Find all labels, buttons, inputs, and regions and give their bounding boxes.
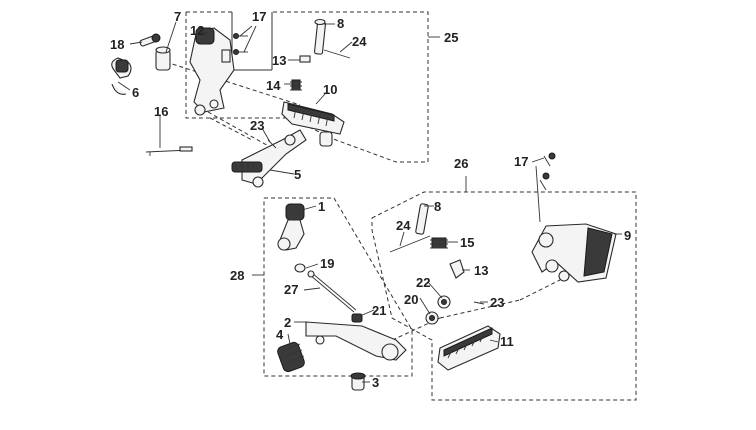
rubber-4 (277, 341, 305, 373)
callout-12: 12 (190, 23, 204, 38)
callout-13-top: 13 (272, 53, 286, 68)
callout-22: 22 (416, 275, 430, 290)
clip-13-top (299, 55, 311, 63)
callout-21: 21 (372, 303, 386, 318)
callout-19: 19 (320, 256, 334, 271)
callout-18: 18 (110, 37, 124, 52)
callout-17-top: 17 (252, 9, 266, 24)
footpeg-11 (437, 325, 501, 371)
callout-10: 10 (323, 82, 337, 97)
callout-26: 26 (454, 156, 468, 171)
washer-19 (294, 263, 306, 273)
cable-16 (145, 146, 193, 156)
callout-16: 16 (154, 104, 168, 119)
group-box-17-top (231, 12, 273, 71)
callout-15: 15 (460, 235, 474, 250)
pin-8-right (415, 203, 429, 235)
callout-4: 4 (276, 327, 284, 342)
callout-1: 1 (318, 199, 325, 214)
cotter-24-top (323, 49, 351, 59)
callout-24-top: 24 (352, 34, 367, 49)
group-box-28 (252, 197, 413, 377)
cotter-24-right (389, 235, 431, 253)
callout-7: 7 (174, 9, 181, 24)
callout-5: 5 (294, 167, 301, 182)
spring-15 (430, 237, 448, 249)
bolts-17-right (539, 152, 556, 191)
callout-labels: 7 18 6 16 12 17 8 24 25 13 14 10 23 5 26… (110, 9, 631, 390)
spring-7 (155, 46, 171, 71)
pin-23-right (473, 301, 485, 305)
callout-6: 6 (132, 85, 139, 100)
callout-2: 2 (284, 315, 291, 330)
nut-21 (351, 313, 363, 323)
bracket-12 (189, 27, 235, 116)
callout-3: 3 (372, 375, 379, 390)
small-bolts-17-top (233, 33, 248, 55)
footpeg-10 (281, 101, 345, 147)
link-arm-5 (231, 129, 307, 188)
callout-11: 11 (500, 334, 514, 349)
bracket-9 (531, 223, 617, 283)
washer-22 (437, 295, 451, 309)
bolt-3 (350, 372, 366, 391)
pedal-2 (305, 321, 407, 361)
clip-13-right (449, 259, 465, 279)
callout-8-top: 8 (337, 16, 344, 31)
callout-8-right: 8 (434, 199, 441, 214)
callout-17-right: 17 (514, 154, 528, 169)
callout-23-top: 23 (250, 118, 264, 133)
callout-20: 20 (404, 292, 418, 307)
callout-27: 27 (284, 282, 298, 297)
callout-25: 25 (444, 30, 458, 45)
pedal-arm-1 (277, 203, 305, 251)
leader-lines (117, 21, 622, 383)
group-box-26 (371, 176, 637, 401)
callout-23-right: 23 (490, 295, 504, 310)
callout-28: 28 (230, 268, 244, 283)
group-box-25 (185, 11, 440, 163)
callout-14: 14 (266, 78, 281, 93)
callout-9: 9 (624, 228, 631, 243)
washer-20 (425, 311, 439, 325)
callout-13-right: 13 (474, 263, 488, 278)
pin-8-top (313, 18, 327, 55)
bolt-18 (139, 33, 161, 47)
rod-27 (307, 270, 357, 313)
spring-14 (290, 79, 302, 91)
callout-24-right: 24 (396, 218, 411, 233)
footrest-pivot-6 (111, 57, 132, 95)
